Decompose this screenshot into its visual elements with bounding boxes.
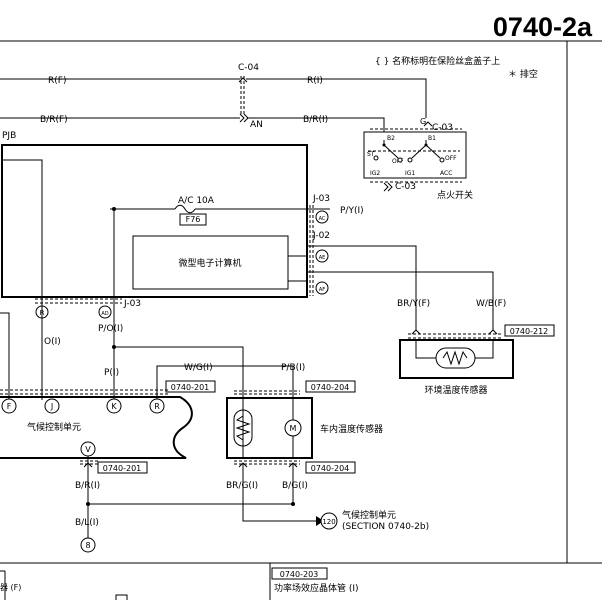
wire-label-b-g-i: B/G(I) <box>282 481 308 491</box>
fuse-label: A/C 10A <box>178 196 215 206</box>
pjb-bottom-terminals: J-03 R AD O(I) P/O(I) P(I) <box>35 297 244 390</box>
ignition-switch: G C-03 B2 B1 ST OFF OFF IG2 IG1 ACC C-03… <box>363 117 473 201</box>
wire-label-b-l-i: B/L(I) <box>75 518 99 528</box>
connector-j03-bottom: J-03 <box>123 299 141 309</box>
wire-label-p-o-i: P/O(I) <box>98 324 123 334</box>
wire-r: R(F) R(I) C-04 <box>0 63 427 118</box>
connector-c03-bottom: C-03 <box>395 182 416 192</box>
connector-g: G <box>420 117 426 126</box>
ignition-switch-label: 点火开关 <box>437 189 473 201</box>
wire-label-w-b-f: W/B(F) <box>476 299 506 309</box>
pin-ac: AC <box>319 216 326 222</box>
ref-0740-201-top: 0740-201 <box>171 383 210 392</box>
footer: 器 (F) 0740-203 功率场效应晶体管 (I) <box>0 562 602 600</box>
pin-f: F <box>7 402 12 411</box>
pjb-block: PJB A/C 10A F76 微型电子计算机 <box>1 131 308 298</box>
wire-label-o-i: O(I) <box>44 337 61 347</box>
ref-0740-203: 0740-203 <box>280 570 319 579</box>
switch-label-b2: B2 <box>387 135 395 142</box>
ref-0740-204-bottom: 0740-204 <box>311 464 350 473</box>
pin-v: V <box>85 445 91 454</box>
ref-0740-201-bottom: 0740-201 <box>103 464 142 473</box>
pin-r-ctrl: R <box>154 402 160 411</box>
connector-c04: C-04 <box>238 63 259 73</box>
wire-label-b-r-f: B/R(F) <box>40 115 68 125</box>
unused-note: ＊ 排空 <box>508 68 538 80</box>
switch-label-st: ST <box>367 151 375 158</box>
fuse-id: F76 <box>186 215 201 224</box>
pin-ae: AE <box>319 255 326 261</box>
pin-ad: AD <box>101 311 108 317</box>
cabin-temp-sensor: W/G(I) P/B(I) 0740-201 0740-204 M 车内温度传感… <box>86 363 429 532</box>
wire-label-b-r-i-top: B/R(I) <box>303 115 328 125</box>
wire-label-w-g-i: W/G(I) <box>184 363 213 373</box>
ref-0740-204-top: 0740-204 <box>311 383 350 392</box>
power-transistor-label: 功率场效应晶体管 (I) <box>274 582 359 594</box>
wire-label-p-y-i: P/Y(I) <box>340 206 364 216</box>
pin-120: 120 <box>322 518 335 526</box>
connector-j02: J-02 <box>312 231 330 241</box>
switch-label-b1: B1 <box>428 135 436 142</box>
pin-8: 8 <box>85 541 90 550</box>
pin-k: K <box>111 402 117 411</box>
wire-label-p-i: P(I) <box>104 368 119 378</box>
ref-0740-212: 0740-212 <box>510 327 549 336</box>
switch-label-off-right: OFF <box>445 155 457 162</box>
climate-unit-label: 气候控制单元 <box>27 421 81 433</box>
wire-label-r-f: R(F) <box>48 76 66 86</box>
wire-label-br-y-f: BR/Y(F) <box>397 299 430 309</box>
connector-c03-top: C-03 <box>432 123 453 133</box>
ambient-sensor-label: 环境温度传感器 <box>424 384 487 396</box>
motor-symbol: M <box>290 424 297 433</box>
footer-left-fragment: 器 (F) <box>0 583 21 592</box>
wire-label-br-g-i: BR/G(I) <box>226 481 258 491</box>
bracket-note: { } 名称标明在保险丝盒盖子上 <box>375 55 500 67</box>
ambient-temp-sensor: BR/Y(F) W/B(F) 0740-212 环境温度传感器 <box>397 299 555 396</box>
switch-label-acc: ACC <box>440 170 452 177</box>
microcomputer-label: 微型电子计算机 <box>178 257 241 269</box>
switch-label-ig2: IG2 <box>370 170 380 177</box>
pjb-right-terminals: J-03 J-02 AC P/Y(I) AE AF <box>307 194 494 330</box>
connector-j03-right: J-03 <box>312 194 330 204</box>
wire-b-r: B/R(F) AN B/R(I) <box>0 113 385 132</box>
connector-an: AN <box>250 120 263 130</box>
wire-label-r-i: R(I) <box>307 76 323 86</box>
pin-j: J <box>50 402 53 411</box>
climate-unit-ref-label: 气候控制单元 <box>342 509 396 521</box>
wire-label-b-r-i-bottom: B/R(I) <box>75 481 100 491</box>
pjb-label: PJB <box>2 131 16 141</box>
pin-af: AF <box>319 287 325 293</box>
switch-label-ig1: IG1 <box>405 170 415 177</box>
cabin-sensor-label: 车内温度传感器 <box>320 423 383 435</box>
page-code: 0740-2a <box>493 12 593 42</box>
climate-control-unit: F J K R 气候控制单元 V 0740-201 B/R(I) B/L(I) … <box>0 312 193 553</box>
climate-section-label: (SECTION 0740-2b) <box>342 522 429 532</box>
